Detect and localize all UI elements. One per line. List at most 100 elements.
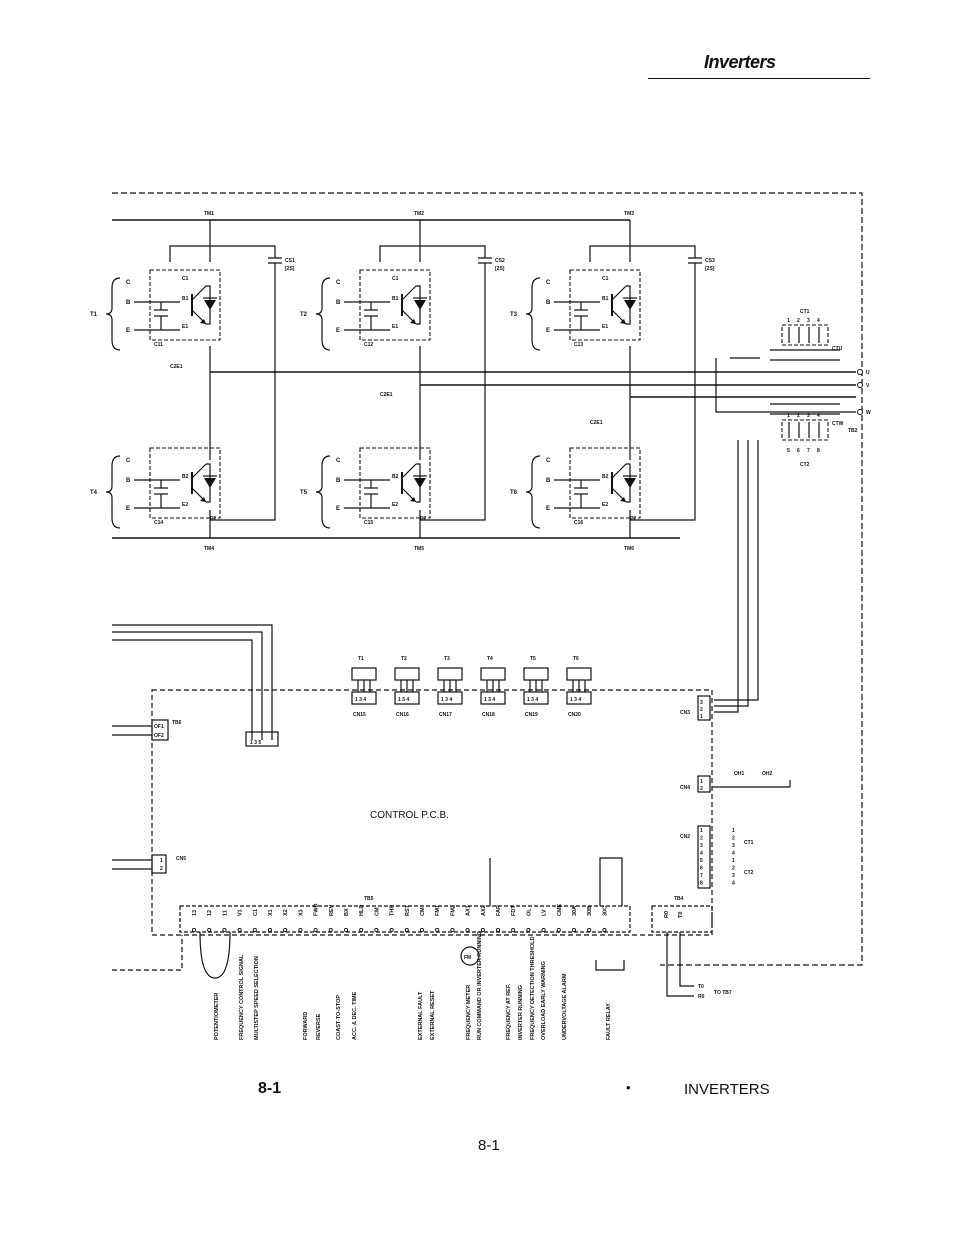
emitter-arrow (410, 497, 416, 502)
cn2-block (697, 825, 711, 889)
gate-header-label: T2 (401, 656, 407, 662)
tb5-terminal-2: 11 (222, 910, 228, 916)
ct-pin: 3 (807, 413, 810, 419)
to-tb7-label: TO TB7 (714, 990, 732, 996)
tb6-block (151, 719, 169, 741)
terminal-tm1: TM1 (204, 211, 214, 217)
snubber-circuit (420, 245, 492, 521)
tb6-pin: OF2 (154, 733, 164, 739)
connector-leads (357, 680, 371, 692)
collector2-label: E2 (420, 516, 426, 522)
function-label-9: FREQUENCY METER (466, 985, 472, 1040)
frequency-meter (460, 946, 480, 966)
module-box (569, 269, 641, 341)
cap-label: C11 (154, 342, 163, 348)
cn2-ct-pin: 3 (732, 843, 735, 849)
gate-e-label: E (126, 506, 130, 512)
tb4-block (651, 905, 713, 933)
transistor-legs (401, 285, 417, 325)
transistor-legs (191, 463, 207, 503)
cn2-ct-pin: 4 (732, 851, 735, 857)
gate-c-label: C (546, 458, 551, 464)
tb5-terminal-dot (419, 927, 425, 933)
collector2-label: E2 (630, 516, 636, 522)
gate-b-label: B (546, 300, 551, 306)
cn5-block (151, 854, 167, 874)
ct-pin: 7 (807, 448, 810, 454)
output-label-u: U (866, 370, 870, 376)
diode-lead (626, 463, 631, 503)
tb5-terminal-dot (480, 927, 485, 933)
control-board-label: CONTROL P.C.B. (370, 810, 449, 821)
snubber-value: [2S] (285, 266, 295, 272)
tb5-terminal-18: AX1 (466, 905, 472, 916)
connector-label: CN17 (439, 712, 452, 718)
cn3-pin: 3 (700, 700, 703, 706)
terminal-tm6: TM6 (624, 546, 634, 552)
function-label-6: ACC. & DEC. TIME (352, 991, 358, 1040)
function-label-0: POTENTIOMETER (214, 993, 220, 1040)
gate-c-label: C (126, 280, 131, 286)
tb5-terminal-9: REV (329, 904, 335, 916)
tb5-terminal-dot (359, 927, 364, 933)
gate-c-label: C (126, 458, 131, 464)
transistor-legs (611, 285, 627, 325)
page-title: Inverters (704, 52, 776, 72)
connector-pins: 1 3 4 (484, 697, 495, 703)
tb5-terminal-7: X3 (298, 909, 304, 916)
module-box (149, 447, 221, 519)
collector-label: C1 (602, 276, 609, 282)
tb4-label: TB4 (674, 896, 684, 902)
emitter-label: E1 (182, 324, 188, 330)
tb5-terminal-10: BX (344, 908, 350, 916)
function-label-1: FREQUENCY CONTROL SIGNAL (239, 954, 245, 1040)
connector-pins: 1 3 4 (527, 697, 538, 703)
tb5-terminal-4: C1 (253, 909, 259, 916)
emitter-arrow (410, 319, 416, 324)
emitter-arrow (200, 319, 206, 324)
function-label-2: MULTISTEP SPEED SELECTION (254, 956, 260, 1040)
ct-pin: 1 (787, 318, 790, 324)
terminal-tm5: TM5 (414, 546, 424, 552)
power-enclosure-top (112, 192, 863, 966)
cn2-ct2-label: CT2 (744, 870, 754, 876)
tb5-terminal-15: CM (420, 907, 426, 916)
tb5-terminal-27: 30C (602, 906, 608, 916)
output-label-v: V (866, 383, 870, 389)
tb5-terminal-16: FM1 (435, 905, 441, 916)
tb5-terminal-24: CME (557, 903, 563, 916)
emitter-arrow (200, 497, 206, 502)
tb5-terminal-dot (435, 927, 440, 933)
gate-header-label: T5 (530, 656, 536, 662)
gate-e-label: E (546, 506, 550, 512)
ct-pin: 3 (807, 318, 810, 324)
ct-box (781, 419, 829, 441)
output-terminal-v (857, 382, 863, 388)
tb5-terminal-dot (541, 927, 546, 933)
module-box (149, 269, 221, 341)
tb5-terminal-dot (267, 927, 273, 933)
connector-pins: 1 3 4 (570, 697, 581, 703)
function-label-3: FORWARD (303, 1012, 309, 1040)
emitter-label: E2 (602, 502, 608, 508)
cap-label: C12 (364, 342, 373, 348)
figure-bullet: • (626, 1080, 631, 1095)
connector-label: CN15 (353, 712, 366, 718)
page-header: Inverters (648, 52, 870, 79)
tb5-terminal-dot (343, 927, 349, 933)
base-label: B2 (392, 474, 399, 480)
tb5-terminal-dot (191, 927, 197, 933)
tb5-block (179, 905, 631, 933)
figure-number: 8-1 (258, 1080, 282, 1097)
emitter-label: E2 (182, 502, 188, 508)
gate-plug (437, 667, 463, 681)
gate-e-label: E (126, 328, 130, 334)
tb5-terminal-19: AX2 (481, 905, 487, 916)
function-label-7: EXTERNAL FAULT (418, 991, 424, 1040)
tb5-terminal-25: 30A (572, 906, 578, 916)
